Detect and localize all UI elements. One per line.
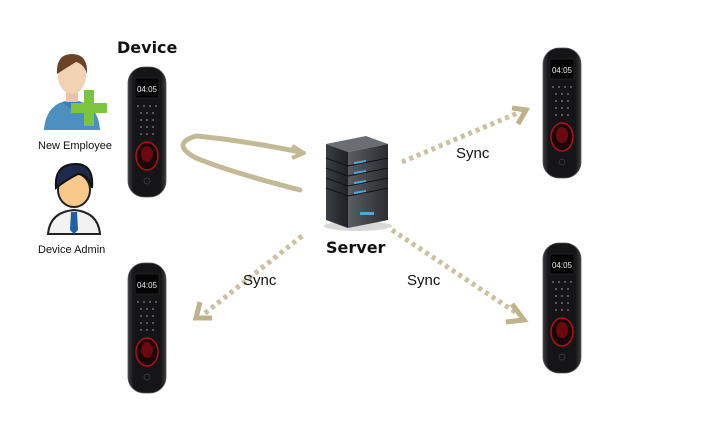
device-admin-icon — [44, 158, 104, 236]
new-employee-icon — [40, 44, 107, 132]
sync-arrow-top-right — [401, 109, 521, 165]
sync-arrowhead-top-right — [511, 105, 530, 126]
sync-label-top-right: Sync — [456, 145, 490, 162]
sync-arrowhead-bottom-right — [505, 302, 529, 325]
sync-label-bottom-right: Sync — [407, 272, 441, 289]
enroll-arrowhead — [290, 144, 306, 160]
device-title: Device — [117, 38, 178, 57]
enroll-arrow — [180, 133, 303, 193]
sync-arrow-bottom-right — [390, 227, 520, 317]
device-admin-label: Device Admin — [38, 244, 106, 256]
sync-arrowhead-bottom-left — [192, 301, 212, 321]
server-icon — [324, 136, 392, 231]
sync-arrow-bottom-left — [202, 234, 304, 316]
sync-label-bottom-left: Sync — [243, 272, 277, 289]
new-employee-label: New Employee — [38, 140, 112, 152]
server-label: Server — [326, 238, 386, 257]
